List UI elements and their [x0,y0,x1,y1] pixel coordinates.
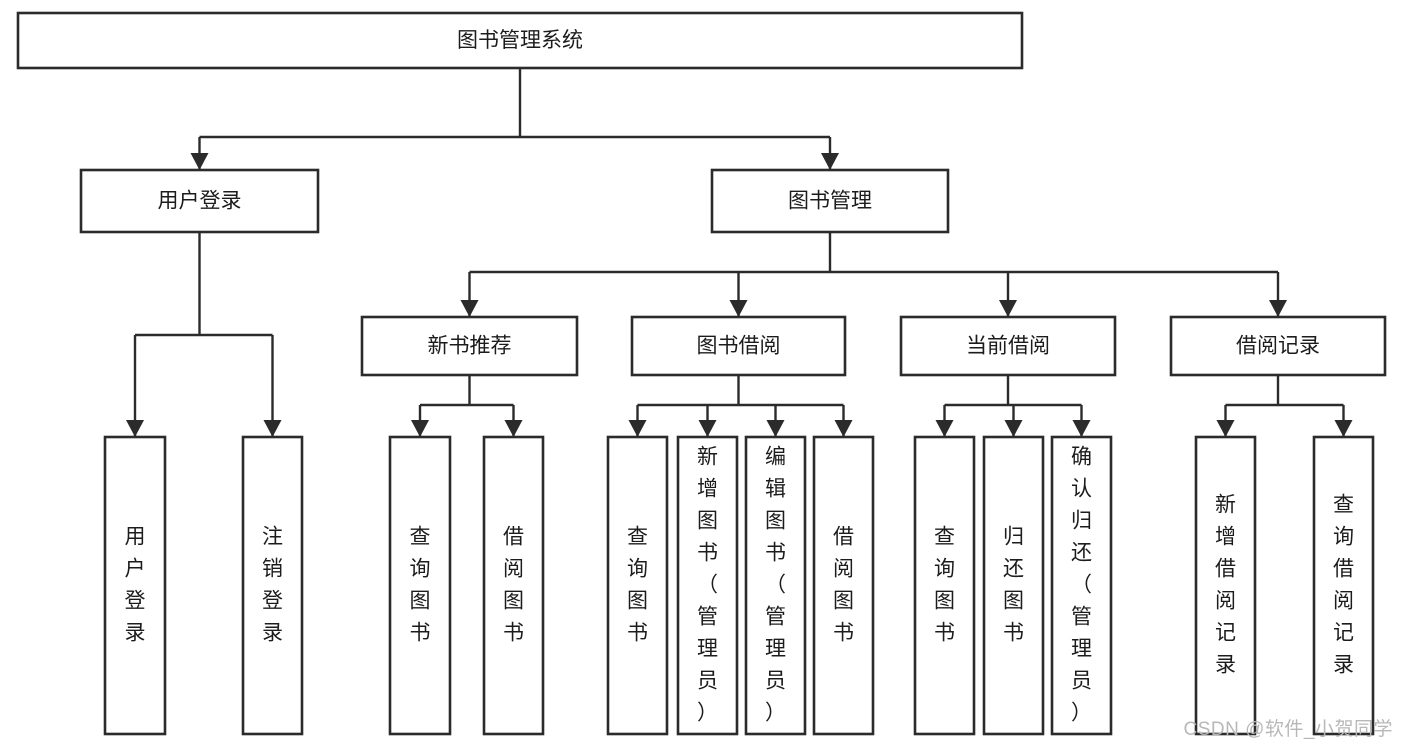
arrow-icon-leaf-confirm-return-admin [1072,420,1091,437]
arrow-icon-leaf-query-book-3 [935,420,954,437]
arrow-icon-borrow-records [1269,300,1287,317]
node-leaf-borrow-book-2[interactable]: 借阅图书 [812,435,875,736]
node-leaf-edit-book-admin[interactable]: 编辑图书（管理员） [744,435,807,736]
arrow-icon-book-management [821,153,839,170]
node-leaf-borrow-book-1-box [482,435,545,736]
node-leaf-return-book-label: 归还图书 [1003,525,1024,644]
node-leaf-add-book-admin-label: 新增图书（管理员） [697,445,718,724]
arrow-icon-leaf-add-borrow-record [1216,420,1235,437]
arrow-icon-leaf-logout-login [263,420,282,437]
arrow-icon-leaf-return-book [1004,420,1023,437]
node-borrow-records-label: 借阅记录 [1236,335,1320,358]
node-leaf-user-login-label: 用户登录 [125,525,146,644]
arrow-icon-leaf-query-book-2 [628,420,647,437]
node-leaf-add-book-admin-box [676,435,739,736]
node-leaf-add-borrow-record-box [1194,435,1257,736]
node-leaf-edit-book-admin-box [744,435,807,736]
node-leaf-query-book-3-label: 查询图书 [934,525,955,644]
node-leaf-user-login[interactable]: 用户登录 [103,435,167,736]
node-leaf-confirm-return-admin-label: 确认归还（管理员） [1071,445,1092,724]
arrow-icon-user-login [190,153,209,170]
node-new-book-recommend-label: 新书推荐 [428,335,512,358]
node-leaf-borrow-book-1-label: 借阅图书 [503,525,524,644]
arrow-icon-book-borrow [729,300,748,317]
node-borrow-records[interactable]: 借阅记录 [1169,315,1387,377]
node-current-borrow[interactable]: 当前借阅 [899,315,1117,377]
node-leaf-query-borrow-record-box [1312,435,1375,736]
node-leaf-add-borrow-record-label: 新增借阅记录 [1215,493,1236,676]
node-leaf-add-book-admin[interactable]: 新增图书（管理员） [676,435,739,736]
node-current-borrow-label: 当前借阅 [966,335,1050,358]
node-leaf-return-book-box [982,435,1045,736]
node-leaf-query-borrow-record[interactable]: 查询借阅记录 [1312,435,1375,736]
arrow-icon-leaf-query-book-1 [411,420,429,437]
node-leaf-edit-book-admin-label: 编辑图书（管理员） [765,445,786,724]
arrow-icon-leaf-borrow-book-2 [834,420,853,437]
node-leaf-query-book-1-box [388,435,452,736]
node-leaf-return-book[interactable]: 归还图书 [982,435,1045,736]
node-user-login[interactable]: 用户登录 [79,168,320,234]
arrow-icon-leaf-edit-book-admin [766,420,785,437]
node-book-management-box [710,168,950,234]
connector-layer [126,68,1353,437]
node-book-borrow-label: 图书借阅 [697,335,781,358]
node-leaf-borrow-book-1[interactable]: 借阅图书 [482,435,545,736]
arrow-icon-new-book-recommend [460,300,479,317]
node-leaf-query-borrow-record-label: 查询借阅记录 [1333,493,1354,676]
node-leaf-logout-login-box [241,435,304,736]
node-current-borrow-box [899,315,1117,377]
arrow-icon-leaf-borrow-book-1 [504,420,523,437]
node-root[interactable]: 图书管理系统 [16,11,1024,70]
node-user-login-label: 用户登录 [158,190,242,213]
arrow-icon-current-borrow [999,300,1017,317]
arrow-icon-leaf-add-book-admin [698,420,717,437]
node-leaf-borrow-book-2-box [812,435,875,736]
node-leaf-add-borrow-record[interactable]: 新增借阅记录 [1194,435,1257,736]
node-book-borrow[interactable]: 图书借阅 [630,315,847,377]
node-leaf-query-book-1-label: 查询图书 [410,525,431,644]
node-book-management-label: 图书管理 [788,190,872,213]
node-user-login-box [79,168,320,234]
node-new-book-recommend-box [360,315,579,377]
node-book-borrow-box [630,315,847,377]
node-book-management[interactable]: 图书管理 [710,168,950,234]
node-leaf-logout-login-label: 注销登录 [262,525,283,644]
node-root-label: 图书管理系统 [457,29,583,52]
node-leaf-user-login-box [103,435,167,736]
node-leaf-borrow-book-2-label: 借阅图书 [833,525,854,644]
node-leaf-query-book-2[interactable]: 查询图书 [606,435,669,736]
node-leaf-logout-login[interactable]: 注销登录 [241,435,304,736]
node-leaf-confirm-return-admin-box [1050,435,1113,736]
node-leaf-query-book-2-box [606,435,669,736]
node-leaf-query-book-3-box [913,435,976,736]
node-leaf-confirm-return-admin[interactable]: 确认归还（管理员） [1050,435,1113,736]
node-new-book-recommend[interactable]: 新书推荐 [360,315,579,377]
node-leaf-query-book-3[interactable]: 查询图书 [913,435,976,736]
node-leaf-query-book-1[interactable]: 查询图书 [388,435,452,736]
node-borrow-records-box [1169,315,1387,377]
node-leaf-query-book-2-label: 查询图书 [627,525,648,644]
node-layer: 图书管理系统用户登录图书管理新书推荐图书借阅当前借阅借阅记录用户登录注销登录查询… [16,11,1387,736]
arrow-icon-leaf-query-borrow-record [1334,420,1353,437]
node-root-box [16,11,1024,70]
arrow-icon-leaf-user-login [126,420,144,437]
